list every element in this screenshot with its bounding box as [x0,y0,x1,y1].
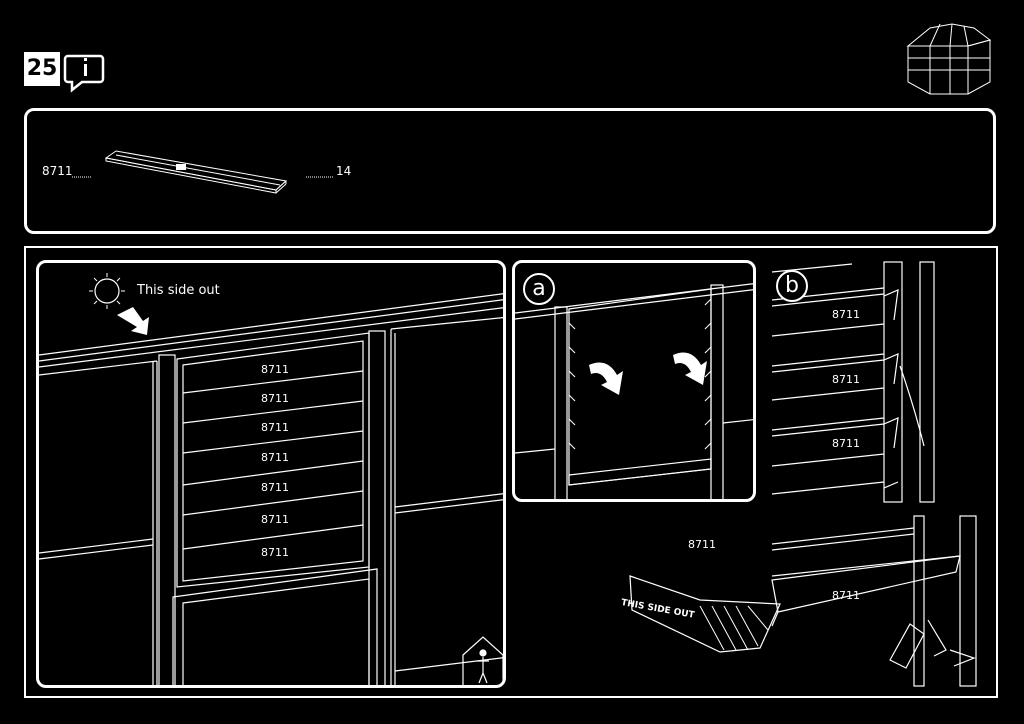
slat-label: 8711 [261,392,289,405]
slat-label: 8711 [832,373,860,386]
step-letter-b: b [776,270,808,302]
main-instruction-area [24,246,998,698]
slat-label: 8711 [261,481,289,494]
slat-label: 8711 [261,363,289,376]
slat-label: 8711 [261,421,289,434]
wall-window-illustration [39,273,503,685]
part-quantity-label: 14 [336,164,352,178]
sun-icon [89,273,125,309]
rotate-arrow-icon [589,352,707,395]
window-frame-detail-illustration [515,283,753,499]
slat-label: 8711 [832,437,860,450]
step-letter-a: a [523,273,555,305]
slat-label: 8711 [832,308,860,321]
slat-label: 8711 [261,513,289,526]
slat-label: 8711 [688,538,716,551]
arrow-icon [117,307,149,335]
part-number-label: 8711 [42,164,73,178]
slat-label: 8711 [832,589,860,602]
parts-list-box [24,108,996,234]
main-view-panel: This side out 8711 8711 8711 8711 8711 8… [36,260,506,688]
person-inside-icon [462,636,503,685]
slat-label: 8711 [261,546,289,559]
detail-panel-a: a [512,260,756,502]
slat-label: 8711 [261,451,289,464]
step-number: 25 [24,52,60,86]
this-side-out-hint: This side out [137,283,220,298]
